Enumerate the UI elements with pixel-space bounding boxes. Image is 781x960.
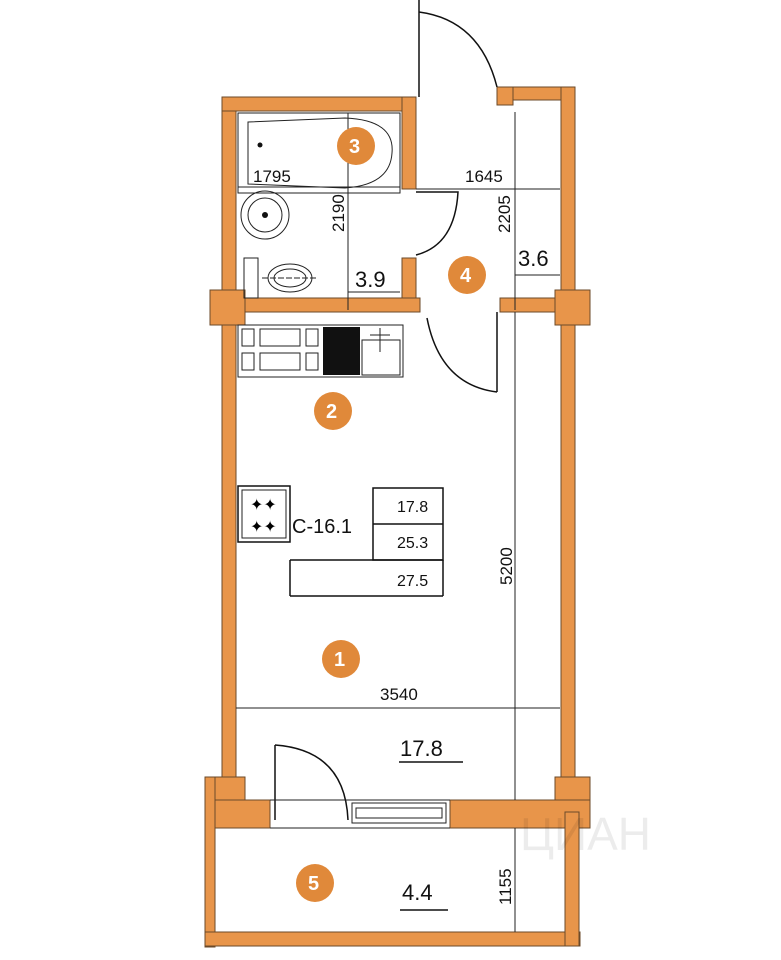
svg-text:✦✦: ✦✦ [250,519,277,536]
svg-text:5: 5 [308,873,319,895]
apartment-code: С-16.1 [292,516,352,538]
area-summary-table: С-16.1 17.8 25.3 27.5 [289,487,444,597]
sink-icon [240,190,290,240]
stove-icon: ✦✦ ✦✦ [237,485,291,543]
dim-hall-width: 1645 [465,167,503,186]
total-area: 27.5 [397,573,428,590]
dim-room-depth: 5200 [497,547,516,585]
toilet-icon [243,257,316,299]
room-badge-3: 3 [337,127,375,165]
area-room-5: 4.4 [402,880,433,905]
room-door-icon [426,312,498,393]
walls [204,86,591,948]
balcony-door-icon [270,744,450,829]
svg-text:1: 1 [334,649,345,671]
area-room-4: 3.6 [518,246,549,271]
bathroom-door-icon [415,191,459,256]
area-room-3: 3.9 [355,267,386,292]
svg-text:2: 2 [326,401,337,423]
dim-bath-width: 1795 [253,167,291,186]
svg-text:4: 4 [460,265,472,287]
dim-bath-depth: 2190 [329,194,348,232]
svg-text:✦✦: ✦✦ [250,497,277,514]
dim-hall-depth: 2205 [495,195,514,233]
room-badge-4: 4 [448,256,486,294]
room-badge-2: 2 [314,392,352,430]
svg-text:3: 3 [349,136,360,158]
entrance-door-icon [418,0,498,97]
area-room-1: 17.8 [400,736,443,761]
dim-room-width: 3540 [380,685,418,704]
usable-area: 25.3 [397,535,428,552]
dim-balcony-depth: 1155 [496,868,515,905]
kitchen-counter-icon [237,324,404,378]
room-badge-1: 1 [322,640,360,678]
living-area: 17.8 [397,499,428,516]
watermark: ЦИАН [520,808,651,860]
room-badge-5: 5 [296,864,334,902]
